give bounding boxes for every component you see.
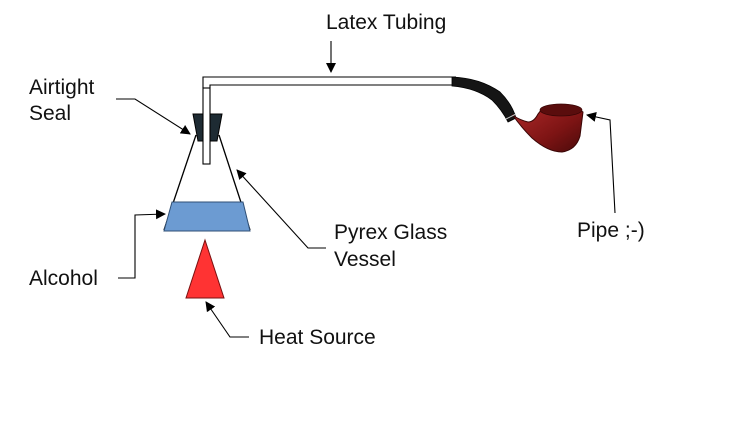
pyrex-leader: [236, 169, 326, 249]
latex-tubing: [202, 76, 456, 165]
pipe-label: Pipe ;-): [577, 219, 645, 242]
heat-source-label: Heat Source: [259, 326, 376, 349]
tobacco-pipe: [451, 76, 584, 153]
airtight-seal-leader: [116, 98, 191, 135]
pyrex-label-line1: Pyrex Glass: [334, 221, 448, 244]
alcohol-label: Alcohol: [29, 267, 98, 290]
alcohol-liquid: [163, 201, 251, 232]
heat-source-leader: [205, 301, 249, 338]
airtight-seal-label-line1: Airtight: [29, 76, 95, 99]
pipe-leader: [586, 112, 616, 214]
alcohol-leader: [118, 209, 166, 279]
heat-source-flame: [185, 238, 225, 299]
leader-lines: [116, 41, 616, 338]
airtight-seal-label-line2: Seal: [29, 102, 72, 125]
latex-tubing-label: Latex Tubing: [326, 11, 447, 34]
pyrex-label-line2: Vessel: [334, 248, 396, 271]
